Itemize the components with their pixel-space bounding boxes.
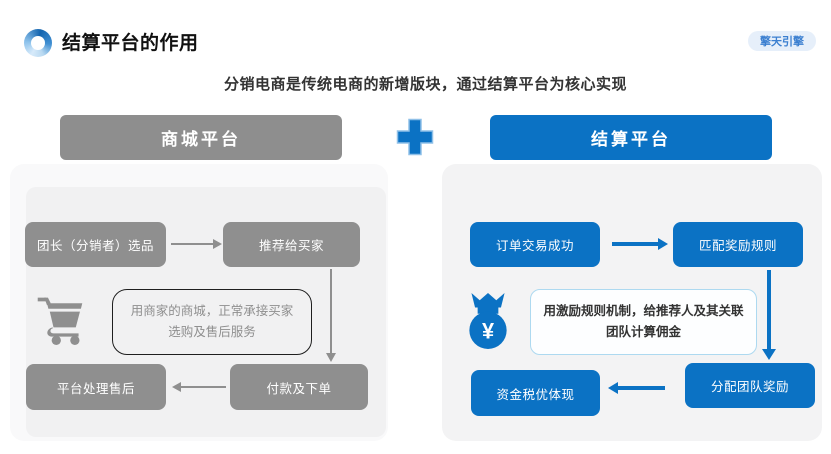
- mall-note: 用商家的商城，正常承接买家选购及售后服务: [112, 289, 312, 355]
- arrow-select-to-recommend-line: [171, 243, 215, 245]
- settlement-step-match-rules: 匹配奖励规则: [673, 222, 803, 267]
- page-title: 结算平台的作用: [62, 33, 199, 54]
- brand-ring-icon: [24, 29, 52, 57]
- settlement-platform-header: 结算平台: [490, 115, 772, 160]
- settlement-note: 用激励规则机制，给推荐人及其关联团队计算佣金: [530, 289, 757, 355]
- settlement-step-order-success: 订单交易成功: [470, 222, 600, 267]
- mall-step-pay-order: 付款及下单: [230, 364, 368, 410]
- mall-step-aftersale: 平台处理售后: [26, 364, 166, 410]
- money-bag-icon: ¥: [464, 292, 512, 355]
- arrow-distribute-to-tax-head: [608, 382, 618, 394]
- settlement-step-tax-benefit: 资金税优体现: [471, 370, 600, 416]
- subtitle: 分销电商是传统电商的新增版块，通过结算平台为核心实现: [223, 76, 627, 93]
- arrow-match-to-distribute-head: [762, 349, 776, 360]
- brand-badge: 擎天引擎: [748, 31, 816, 51]
- arrow-pay-to-aftersale-head: [172, 382, 181, 392]
- mall-platform-header: 商城平台: [60, 115, 342, 160]
- arrow-recommend-to-pay-head: [326, 353, 336, 362]
- yuan-symbol: ¥: [482, 319, 494, 344]
- plus-icon: [393, 115, 437, 159]
- arrow-recommend-to-pay-line: [330, 269, 332, 354]
- arrow-match-to-distribute-line: [767, 270, 771, 350]
- settlement-step-distribute-rewards: 分配团队奖励: [685, 363, 815, 408]
- mall-step-select-products: 团长（分销者）选品: [25, 222, 166, 267]
- arrow-pay-to-aftersale-line: [181, 386, 226, 388]
- arrow-order-to-match-head: [658, 238, 668, 250]
- arrow-distribute-to-tax-line: [618, 386, 665, 390]
- arrow-order-to-match-line: [612, 242, 660, 246]
- arrow-select-to-recommend-head: [213, 239, 222, 249]
- shopping-cart-icon: [34, 292, 86, 351]
- mall-step-recommend-buyers: 推荐给买家: [223, 222, 360, 267]
- brand-ring-icon-hole: [31, 36, 45, 50]
